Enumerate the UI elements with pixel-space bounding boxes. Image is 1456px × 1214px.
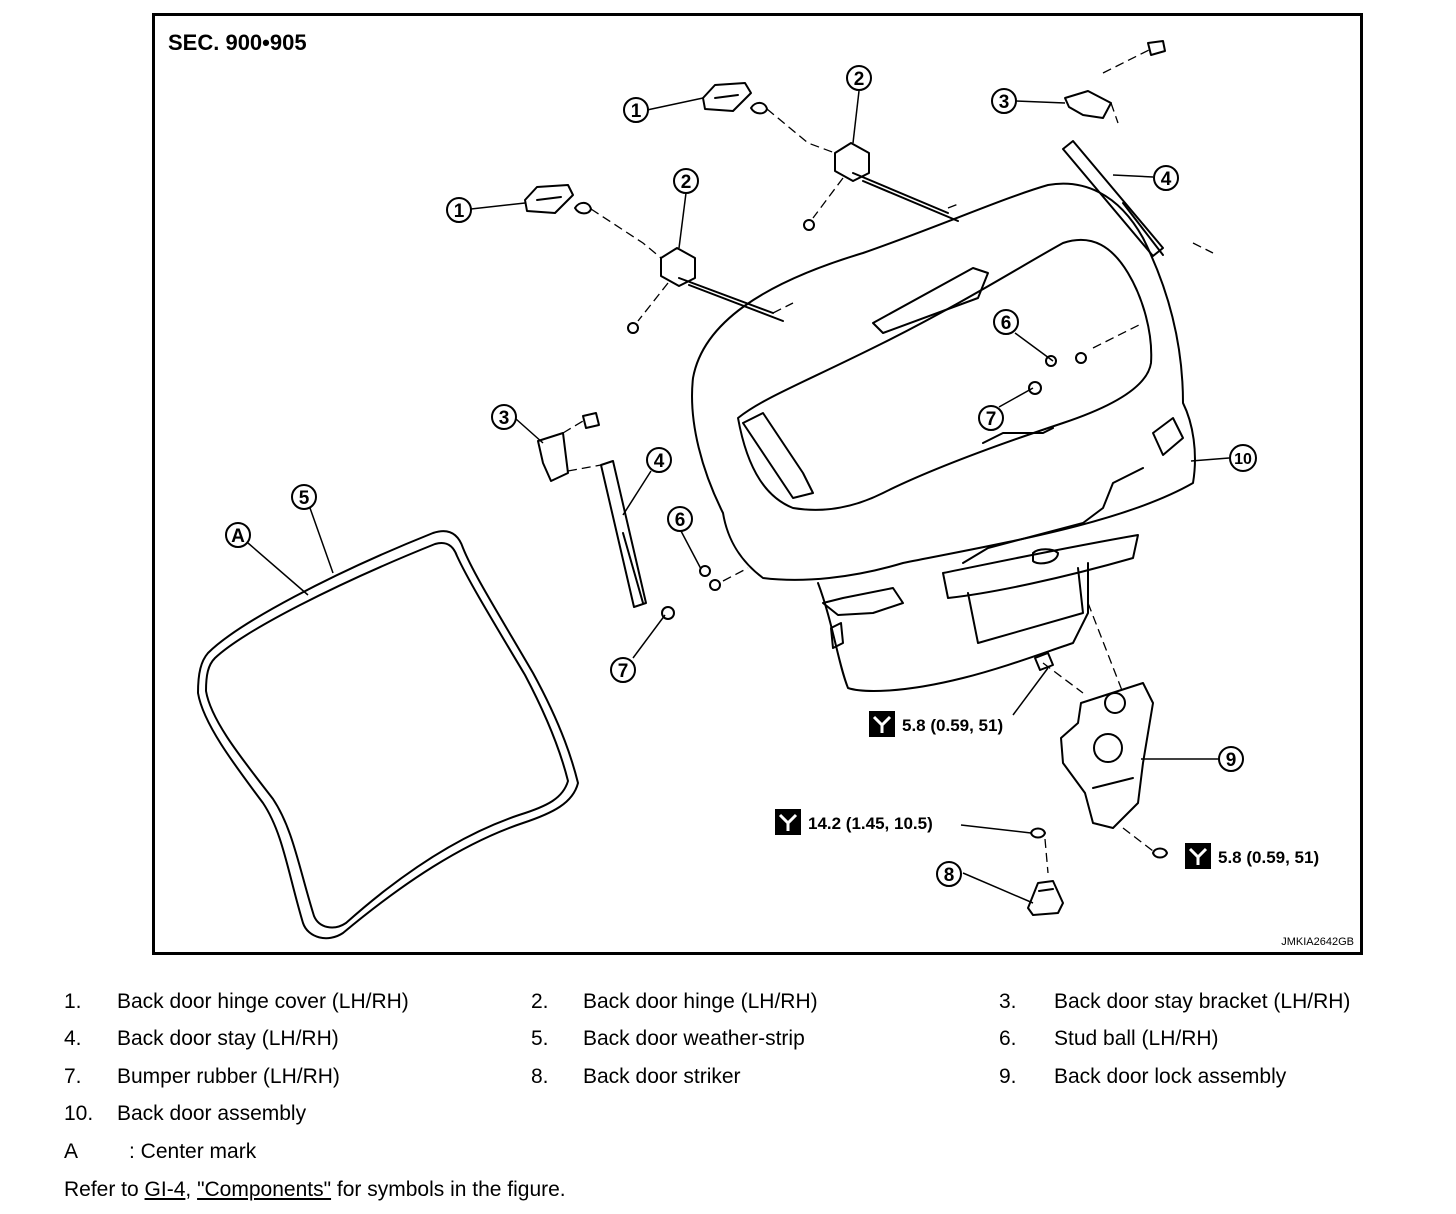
stay-bracket-lower xyxy=(537,432,569,482)
refer-note: Refer to GI-4, "Components" for symbols … xyxy=(64,1178,566,1202)
callout-3b: 3 xyxy=(491,404,517,430)
svg-text:2: 2 xyxy=(681,172,692,193)
hinge-lower xyxy=(660,247,696,287)
legend-text-4: Back door stay (LH/RH) xyxy=(117,1027,339,1050)
legend-num-A: A xyxy=(64,1140,79,1163)
refer-prefix: Refer to xyxy=(64,1178,145,1201)
legend-text-9: Back door lock assembly xyxy=(1054,1065,1287,1088)
gi-4-link[interactable]: GI-4 xyxy=(144,1178,186,1201)
legend-text-6: Stud ball (LH/RH) xyxy=(1054,1027,1219,1050)
legend-num-3: 3. xyxy=(999,990,1017,1013)
svg-text:6: 6 xyxy=(675,510,686,531)
torque-spec-1: 5.8 (0.59, 51) xyxy=(869,711,1003,737)
legend-text-8: Back door striker xyxy=(583,1065,741,1088)
callout-A: A xyxy=(225,522,251,548)
legend-num-1: 1. xyxy=(64,990,82,1013)
svg-text:8: 8 xyxy=(944,865,955,886)
components-link[interactable]: "Components" xyxy=(197,1178,332,1201)
svg-text:3: 3 xyxy=(999,92,1010,113)
legend-text-A: : Center mark xyxy=(129,1140,257,1163)
svg-text:3: 3 xyxy=(499,408,510,429)
hinge-cover-upper xyxy=(702,82,752,112)
callout-4a: 4 xyxy=(1153,165,1179,191)
svg-text:5.8 (0.59, 51): 5.8 (0.59, 51) xyxy=(902,716,1003,735)
callout-3a: 3 xyxy=(991,88,1017,114)
legend-num-10: 10. xyxy=(64,1102,94,1125)
svg-text:6: 6 xyxy=(1001,313,1012,334)
legend-num-7: 7. xyxy=(64,1065,82,1088)
callout-6b: 6 xyxy=(667,506,693,532)
back-door-lower-panel xyxy=(817,562,1089,692)
svg-text:10: 10 xyxy=(1234,451,1252,468)
svg-text:14.2 (1.45, 10.5): 14.2 (1.45, 10.5) xyxy=(808,814,933,833)
legend-num-6: 6. xyxy=(999,1027,1017,1050)
callout-4b: 4 xyxy=(646,447,672,473)
svg-text:4: 4 xyxy=(1161,169,1172,190)
stay-bracket-upper xyxy=(1064,90,1112,119)
svg-text:9: 9 xyxy=(1226,750,1237,771)
callout-2b: 2 xyxy=(673,168,699,194)
weather-strip-outer xyxy=(197,530,579,940)
callout-8: 8 xyxy=(936,861,962,887)
torque-spec-2: 14.2 (1.45, 10.5) xyxy=(775,809,933,835)
diagram-frame: SEC. 900•905 xyxy=(152,13,1363,955)
svg-text:5: 5 xyxy=(299,488,310,509)
callout-7a: 7 xyxy=(978,405,1004,431)
svg-text:A: A xyxy=(231,526,245,547)
svg-text:1: 1 xyxy=(454,201,465,222)
svg-text:4: 4 xyxy=(654,451,665,472)
lock-assembly xyxy=(1060,682,1154,829)
figure-code: JMKIA2642GB xyxy=(1281,936,1354,948)
svg-text:1: 1 xyxy=(631,101,642,122)
callout-6a: 6 xyxy=(993,309,1019,335)
svg-text:5.8 (0.59, 51): 5.8 (0.59, 51) xyxy=(1218,848,1319,867)
svg-text:7: 7 xyxy=(986,409,997,430)
legend-text-1: Back door hinge cover (LH/RH) xyxy=(117,990,409,1013)
legend-text-2: Back door hinge (LH/RH) xyxy=(583,990,818,1013)
refer-suffix: for symbols in the figure. xyxy=(331,1178,566,1201)
legend-num-5: 5. xyxy=(531,1027,549,1050)
stay-upper xyxy=(1062,140,1164,257)
hinge-upper xyxy=(834,142,870,182)
back-door-glass-opening xyxy=(737,238,1153,511)
legend-num-4: 4. xyxy=(64,1027,82,1050)
callout-1b: 1 xyxy=(446,197,472,223)
exploded-view-drawing: 1 1 2 2 3 3 4 4 5 A 6 6 7 7 8 9 10 5.8 (… xyxy=(197,40,1319,940)
legend-text-10: Back door assembly xyxy=(117,1102,307,1125)
back-door-outline xyxy=(691,182,1196,581)
legend-text-5: Back door weather-strip xyxy=(583,1027,805,1050)
svg-text:2: 2 xyxy=(854,69,865,90)
legend-text-7: Bumper rubber (LH/RH) xyxy=(117,1065,340,1088)
callout-2a: 2 xyxy=(846,65,872,91)
legend-text-3: Back door stay bracket (LH/RH) xyxy=(1054,990,1351,1013)
callout-1a: 1 xyxy=(623,97,649,123)
callout-5: 5 xyxy=(291,484,317,510)
weather-strip-inner xyxy=(205,542,569,929)
torque-spec-3: 5.8 (0.59, 51) xyxy=(1185,843,1319,869)
callout-9: 9 xyxy=(1218,746,1244,772)
section-label: SEC. 900•905 xyxy=(168,30,307,55)
striker xyxy=(1027,880,1064,916)
svg-text:7: 7 xyxy=(618,661,629,682)
legend-num-8: 8. xyxy=(531,1065,549,1088)
callout-7b: 7 xyxy=(610,657,636,683)
callout-10: 10 xyxy=(1229,444,1257,472)
legend-num-9: 9. xyxy=(999,1065,1017,1088)
legend-num-2: 2. xyxy=(531,990,549,1013)
refer-sep: , xyxy=(185,1178,198,1201)
stay-lower xyxy=(600,460,647,608)
hinge-cover-lower xyxy=(524,184,574,214)
